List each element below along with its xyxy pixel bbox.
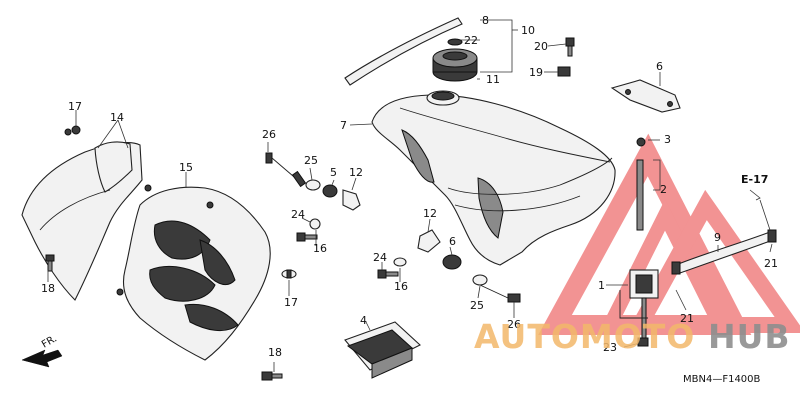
- watermark-text: AUTOMOTO HUB: [474, 317, 791, 356]
- mount-hardware-upper: [265, 152, 361, 242]
- front-label: FR.: [40, 333, 59, 350]
- callout-14: 14: [110, 111, 124, 124]
- callout-26-upper: 26: [262, 128, 276, 141]
- callout-4: 4: [360, 314, 367, 327]
- bolt-17-top: [71, 125, 81, 135]
- callout-2: 2: [660, 183, 667, 196]
- callout-24-upper: 24: [291, 208, 305, 221]
- callout-12-lower: 12: [423, 207, 437, 220]
- watermark-hub: HUB: [708, 317, 791, 356]
- fuel-tube: [671, 229, 777, 275]
- callout-6-cushion: 6: [449, 235, 456, 248]
- callout-3: 3: [664, 133, 671, 146]
- callout-16-upper: 16: [313, 242, 327, 255]
- reference-e17: E-17: [741, 173, 768, 186]
- callout-18-left: 18: [41, 282, 55, 295]
- callout-5: 5: [330, 166, 337, 179]
- callout-22: 22: [464, 34, 478, 47]
- breather-tube: [344, 17, 463, 86]
- callout-17-bottom: 17: [284, 296, 298, 309]
- callout-11: 11: [486, 73, 500, 86]
- callout-6-bracket: 6: [656, 60, 663, 73]
- leader-lines: [47, 19, 773, 372]
- watermark-automoto: AUTOMOTO: [474, 317, 695, 356]
- fuel-cock: [619, 137, 659, 347]
- callout-23: 23: [603, 341, 617, 354]
- callout-9: 9: [714, 231, 721, 244]
- callout-21-lower: 21: [680, 312, 694, 325]
- callout-24-lower: 24: [373, 251, 387, 264]
- callout-21-right: 21: [764, 257, 778, 270]
- diagram-code: MBN4—F1400B: [683, 374, 761, 385]
- bolt-18-bottom: [261, 371, 283, 381]
- fuel-cap: [432, 38, 478, 82]
- callout-7: 7: [340, 119, 347, 132]
- callout-17-top: 17: [68, 100, 82, 113]
- bolt-17-bottom: [281, 269, 297, 279]
- front-arrow: FR.: [21, 333, 63, 368]
- callout-10: 10: [521, 24, 535, 37]
- callout-19: 19: [529, 66, 543, 79]
- callout-16-lower: 16: [394, 280, 408, 293]
- callout-20: 20: [534, 40, 548, 53]
- bolt-18-left: [45, 254, 55, 272]
- callout-26-lower: 26: [507, 318, 521, 331]
- callout-25-lower: 25: [470, 299, 484, 312]
- callout-1: 1: [598, 279, 605, 292]
- fuel-tank: [371, 90, 616, 266]
- bracket-6: [610, 79, 681, 113]
- callout-15: 15: [179, 161, 193, 174]
- callout-25-upper: 25: [304, 154, 318, 167]
- shroud-right: [116, 186, 271, 361]
- callout-labels: 1 2 3 4 5 6 6 7 8 9 10 11 12 12 14 15 17…: [41, 14, 778, 359]
- callout-18-bottom: 18: [268, 346, 282, 359]
- bracket-4: [344, 321, 421, 379]
- bolt-19: [557, 66, 571, 77]
- mount-hardware-lower: [377, 229, 521, 303]
- reference-arrow: [749, 189, 761, 201]
- callout-8: 8: [482, 14, 489, 27]
- callout-12-upper: 12: [349, 166, 363, 179]
- bolt-20: [565, 37, 575, 57]
